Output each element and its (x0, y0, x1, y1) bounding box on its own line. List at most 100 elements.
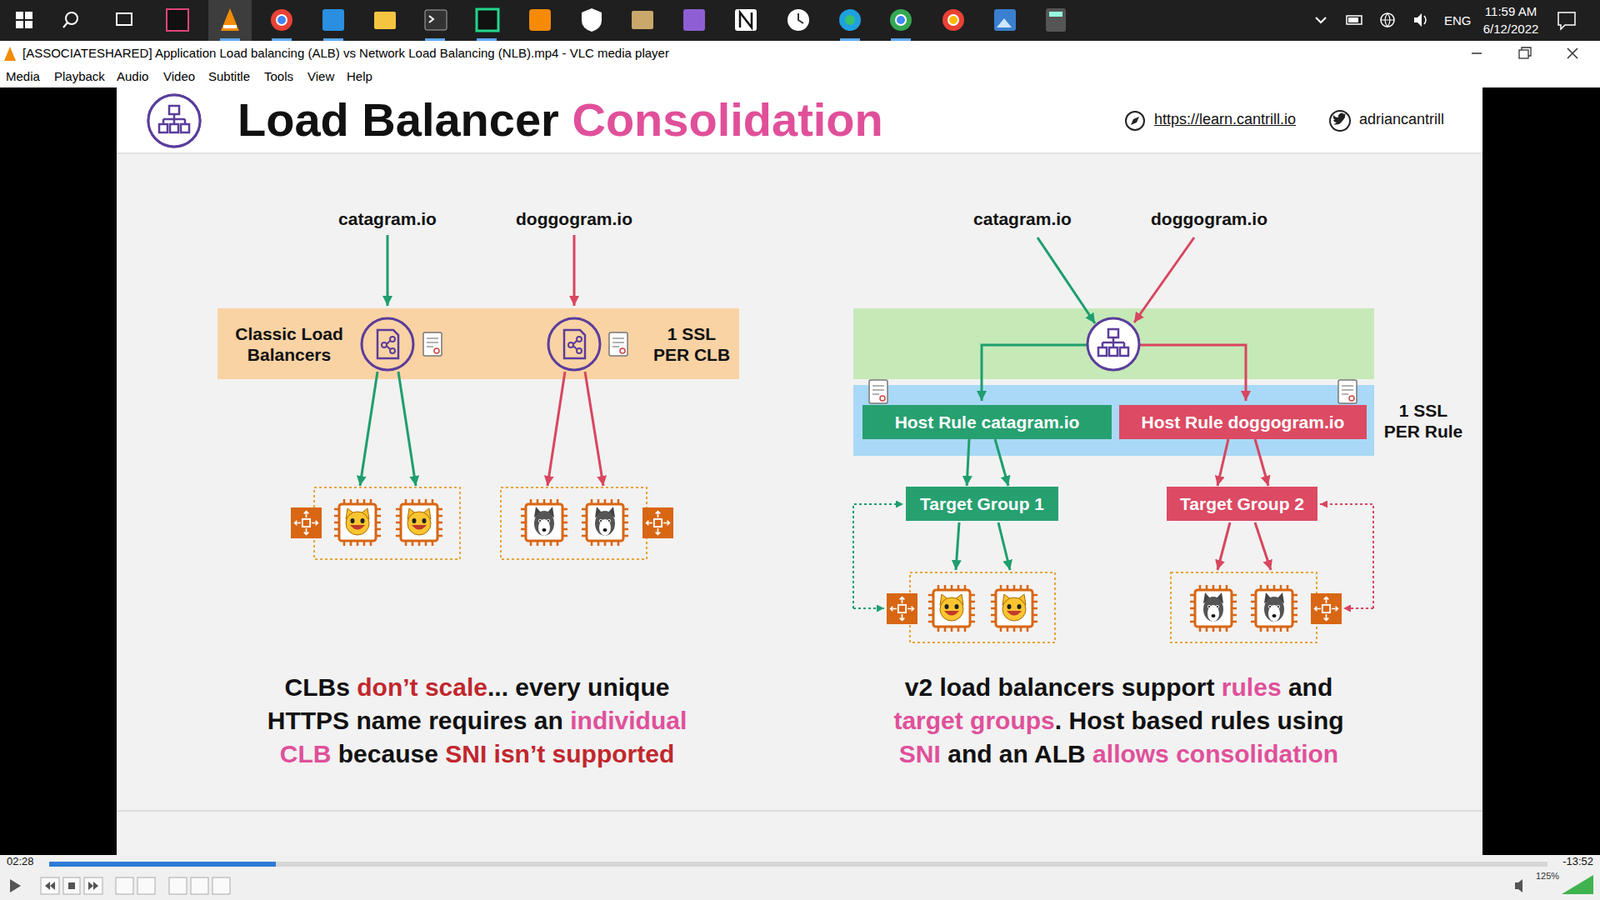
taskbar (948, 15, 959, 25)
window-chrome (4, 46, 16, 61)
clb-band: Classic Load Balancers1 SSL PER CLB (217, 308, 740, 380)
caption: CLBs don’t scale... every unique HTTPS n… (250, 670, 705, 771)
player-controls (0, 855, 1600, 900)
taskbar (220, 38, 240, 41)
menu-item: Media (5, 69, 40, 85)
caption-run: v2 load balancers support (905, 673, 1215, 701)
taskbar (276, 15, 287, 25)
slide (116, 152, 1483, 155)
player-controls (40, 877, 230, 895)
window-chrome (0, 40, 1600, 88)
taskbar (374, 11, 396, 30)
caption-run: rules (1221, 673, 1282, 701)
taskbar (425, 10, 447, 30)
taskbar (322, 9, 345, 31)
clb-diagram (423, 332, 442, 356)
clb-diagram (217, 235, 740, 560)
language-indicator: ENG (1444, 13, 1472, 29)
alb-diagram (853, 385, 1375, 456)
taskbar (1558, 12, 1575, 30)
taskbar (839, 9, 861, 31)
slide (1333, 113, 1347, 125)
slide (1130, 116, 1140, 125)
alb-diagram (1134, 237, 1195, 323)
taskbar (994, 9, 1016, 31)
player-controls (137, 877, 155, 895)
taskbar (1380, 13, 1395, 27)
taskbar (1346, 15, 1362, 25)
alb-diagram (853, 607, 885, 610)
window-chrome (0, 40, 1600, 88)
taskbar (1424, 15, 1426, 25)
taskbar (220, 38, 911, 41)
caption-run: don’t scale (356, 673, 488, 701)
player-controls (45, 881, 99, 890)
alb-diagram (853, 308, 1375, 380)
taskbar (529, 9, 551, 31)
clock-time: 11:59 AM (1485, 4, 1537, 20)
caption-run: CLBs (285, 673, 350, 701)
taskbar (890, 9, 912, 31)
box-label: Host Rule doggogram.io (1141, 411, 1345, 433)
taskbar (476, 38, 497, 41)
taskbar (1380, 13, 1395, 27)
alb-diagram (853, 237, 1375, 643)
host-rule-band: 1 SSL PER RuleHost Rule catagram.ioHost … (853, 385, 1375, 456)
alb-diagram (1255, 522, 1271, 570)
taskbar (323, 38, 344, 41)
caption-run: because (338, 740, 439, 768)
taskbar (845, 15, 855, 25)
player-controls (190, 877, 209, 895)
taskbar (25, 11, 33, 20)
player-controls (1561, 875, 1594, 895)
clb-diagram (548, 318, 600, 370)
caption-run: individual (570, 706, 687, 735)
player-controls (50, 881, 55, 890)
target-group-box: Target Group 2 (1166, 486, 1318, 521)
player-controls (1515, 879, 1523, 893)
window-chrome (1519, 50, 1529, 59)
player-controls (115, 877, 134, 895)
taskbar (740, 12, 752, 28)
taskbar (631, 10, 654, 30)
alb-diagram (1037, 237, 1095, 324)
clb-diagram (360, 371, 378, 486)
website-link: https://learn.cantrill.io (1154, 110, 1296, 130)
caption-run: SNI isn’t supported (445, 740, 675, 768)
title-highlight: Consolidation (571, 93, 883, 146)
clb-diagram (386, 235, 390, 306)
menu-item: Tools (264, 69, 294, 85)
caption-run: CLB (280, 740, 332, 768)
taskbar (476, 9, 499, 31)
taskbar (1045, 8, 1066, 32)
taskbar (15, 20, 24, 29)
clb-diagram (581, 499, 629, 546)
alb-diagram (869, 380, 888, 404)
clb-diagram (361, 318, 414, 370)
player-controls (212, 877, 230, 895)
taskbar (0, 0, 1600, 41)
slide (148, 95, 200, 147)
caption-run: allows consolidation (1092, 740, 1339, 768)
alb-diagram (1338, 380, 1357, 404)
taskbar (0, 0, 1600, 41)
clb-diagram (609, 332, 628, 356)
menu-item: Playback (54, 69, 105, 85)
taskbar (223, 25, 237, 29)
menu-item: View (307, 69, 335, 85)
box-label: Target Group 1 (920, 493, 1045, 515)
player-controls (63, 877, 80, 895)
clb-diagram (642, 507, 674, 539)
alb-diagram (955, 522, 960, 570)
caption-run: SNI (899, 740, 941, 768)
band-label: 1 SSL PER Rule (1380, 400, 1466, 442)
player-controls (40, 877, 60, 895)
slide (1330, 110, 1350, 131)
menu-item: Help (346, 69, 373, 85)
player-controls (0, 855, 1600, 900)
clb-diagram (520, 499, 568, 546)
taskbar (1414, 13, 1422, 27)
clb-diagram (395, 499, 443, 546)
twitter-handle: adriancantrill (1359, 110, 1445, 130)
taskbar (1049, 11, 1063, 17)
